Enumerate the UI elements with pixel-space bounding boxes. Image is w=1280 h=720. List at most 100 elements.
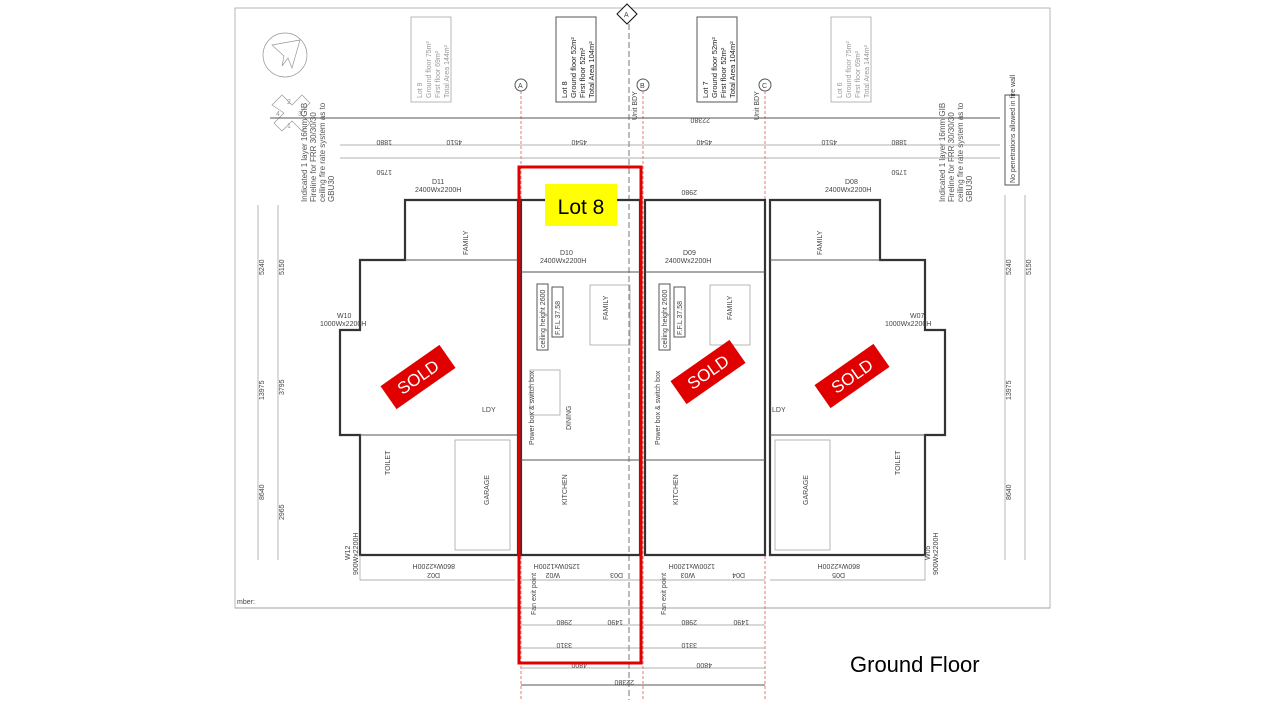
svg-text:ceiling height 2600: ceiling height 2600 xyxy=(540,290,547,348)
svg-text:1: 1 xyxy=(287,123,291,130)
sold-stamp-lot-6: SOLD xyxy=(814,343,890,409)
svg-text:D08: D08 xyxy=(845,179,858,186)
svg-text:Fan exit point: Fan exit point xyxy=(531,573,538,615)
svg-text:Ground floor 52m²: Ground floor 52m² xyxy=(710,37,719,98)
svg-text:D09: D09 xyxy=(683,250,696,257)
svg-text:13975: 13975 xyxy=(1006,380,1013,400)
svg-text:5240: 5240 xyxy=(1006,259,1013,275)
svg-text:No penetrations allowed in fir: No penetrations allowed in fire wall xyxy=(1010,74,1017,183)
section-marker-icon: A xyxy=(616,3,638,25)
svg-text:KITCHEN: KITCHEN xyxy=(562,474,569,505)
svg-text:DINING: DINING xyxy=(566,406,573,431)
svg-text:TOILET: TOILET xyxy=(385,450,392,475)
svg-text:860Wx2200H: 860Wx2200H xyxy=(818,562,860,569)
svg-text:2400Wx2200H: 2400Wx2200H xyxy=(540,258,586,265)
room-labels: FAMILY FAMILY FAMILY FAMILY DINING KITCH… xyxy=(385,230,902,615)
svg-text:GARAGE: GARAGE xyxy=(803,475,810,505)
svg-text:First floor 52m²: First floor 52m² xyxy=(578,47,587,98)
svg-text:D04: D04 xyxy=(732,571,745,578)
svg-text:D02: D02 xyxy=(427,571,440,578)
grid-marker-c: C xyxy=(758,78,772,92)
svg-text:1880: 1880 xyxy=(376,138,392,145)
grid-marker-b: B xyxy=(636,78,650,92)
svg-text:Lot 9: Lot 9 xyxy=(417,82,424,98)
svg-text:8640: 8640 xyxy=(259,484,266,500)
svg-text:5240: 5240 xyxy=(259,259,266,275)
grid-marker-a: A xyxy=(514,78,528,92)
fire-note-right: Indicated 1 layer 16mm GIB Fireline for … xyxy=(938,102,974,202)
svg-text:900Wx2200H: 900Wx2200H xyxy=(353,533,360,575)
top-dimensions: 22380 1880 4510 4540 4540 4510 1880 1750… xyxy=(270,116,1000,195)
svg-text:3795: 3795 xyxy=(279,379,286,395)
svg-text:4800: 4800 xyxy=(696,661,712,668)
svg-text:GARAGE: GARAGE xyxy=(484,475,491,505)
svg-text:FAMILY: FAMILY xyxy=(727,295,734,320)
lot-8-label: Lot 8 xyxy=(558,196,605,219)
svg-text:W07: W07 xyxy=(910,313,925,320)
svg-text:LDY: LDY xyxy=(482,407,496,414)
svg-text:Lot 8: Lot 8 xyxy=(560,81,569,98)
svg-text:W10: W10 xyxy=(337,313,352,320)
svg-text:2980: 2980 xyxy=(681,188,697,195)
svg-text:4510: 4510 xyxy=(446,138,462,145)
svg-text:1880: 1880 xyxy=(891,138,907,145)
svg-text:FAMILY: FAMILY xyxy=(463,230,470,255)
svg-text:13975: 13975 xyxy=(259,380,266,400)
svg-text:A: A xyxy=(624,12,629,19)
svg-text:Fan exit point: Fan exit point xyxy=(661,573,668,615)
svg-text:A: A xyxy=(518,83,523,90)
svg-text:LDY: LDY xyxy=(772,407,786,414)
svg-text:Ground floor 75m²: Ground floor 75m² xyxy=(426,41,433,98)
svg-text:F.F.L 37.58: F.F.L 37.58 xyxy=(677,301,684,335)
svg-text:First floor 69m²: First floor 69m² xyxy=(855,50,862,98)
svg-text:D11: D11 xyxy=(432,179,444,186)
lot-6-area-box: Lot 6 Ground floor 75m² First floor 69m²… xyxy=(830,16,872,103)
svg-text:4510: 4510 xyxy=(821,138,837,145)
svg-text:2965: 2965 xyxy=(279,504,286,520)
svg-text:Ground floor 52m²: Ground floor 52m² xyxy=(569,37,578,98)
svg-text:8640: 8640 xyxy=(1006,484,1013,500)
svg-text:KITCHEN: KITCHEN xyxy=(673,474,680,505)
svg-text:2980: 2980 xyxy=(681,618,697,625)
svg-text:W05: W05 xyxy=(925,546,932,561)
svg-text:3: 3 xyxy=(298,111,302,118)
svg-text:2400Wx2200H: 2400Wx2200H xyxy=(415,187,461,194)
svg-text:D10: D10 xyxy=(560,250,573,257)
lot-8-highlight xyxy=(517,165,643,665)
fire-note-left: Indicated 1 layer 16mm GIB Fireline for … xyxy=(300,102,336,202)
svg-text:FAMILY: FAMILY xyxy=(603,295,610,320)
svg-text:900Wx2200H: 900Wx2200H xyxy=(933,533,940,575)
svg-text:860Wx2200H: 860Wx2200H xyxy=(413,562,455,569)
svg-text:Power box & switch box: Power box & switch box xyxy=(529,370,536,445)
lot-8-label-bg xyxy=(545,184,617,226)
north-arrow-icon xyxy=(262,32,308,78)
svg-text:1000Wx2200H: 1000Wx2200H xyxy=(885,321,931,328)
svg-text:1200Wx1200H: 1200Wx1200H xyxy=(669,562,715,569)
svg-text:5150: 5150 xyxy=(1026,259,1033,275)
svg-text:4540: 4540 xyxy=(696,138,712,145)
svg-text:W03: W03 xyxy=(681,571,696,578)
svg-text:FAMILY: FAMILY xyxy=(817,230,824,255)
garage-car xyxy=(454,439,511,551)
svg-text:D03: D03 xyxy=(610,571,623,578)
svg-text:W12: W12 xyxy=(345,546,352,561)
lot-7-area-box: Lot 7 Ground floor 52m² First floor 52m²… xyxy=(696,16,738,103)
floor-caption: Ground Floor xyxy=(850,652,980,677)
svg-text:Total Area 104m²: Total Area 104m² xyxy=(587,41,596,98)
svg-text:F.F.L 37.58: F.F.L 37.58 xyxy=(555,301,562,335)
svg-text:2400Wx2200H: 2400Wx2200H xyxy=(665,258,711,265)
svg-text:Lot 6: Lot 6 xyxy=(837,82,844,98)
svg-text:ceiling height 2600: ceiling height 2600 xyxy=(662,290,669,348)
svg-text:Total Area 144m²: Total Area 144m² xyxy=(444,44,451,98)
svg-text:1250Wx1200H: 1250Wx1200H xyxy=(534,562,580,569)
svg-text:1000Wx2200H: 1000Wx2200H xyxy=(320,321,366,328)
svg-text:22380: 22380 xyxy=(690,116,710,123)
svg-text:C: C xyxy=(762,83,767,90)
svg-text:1490: 1490 xyxy=(733,618,749,625)
svg-text:TOILET: TOILET xyxy=(895,450,902,475)
svg-text:5150: 5150 xyxy=(279,259,286,275)
svg-text:1490: 1490 xyxy=(607,618,623,625)
svg-text:4540: 4540 xyxy=(571,138,587,145)
side-dimensions: 5240 5150 3795 13975 8640 2965 5240 5150… xyxy=(257,195,1033,560)
